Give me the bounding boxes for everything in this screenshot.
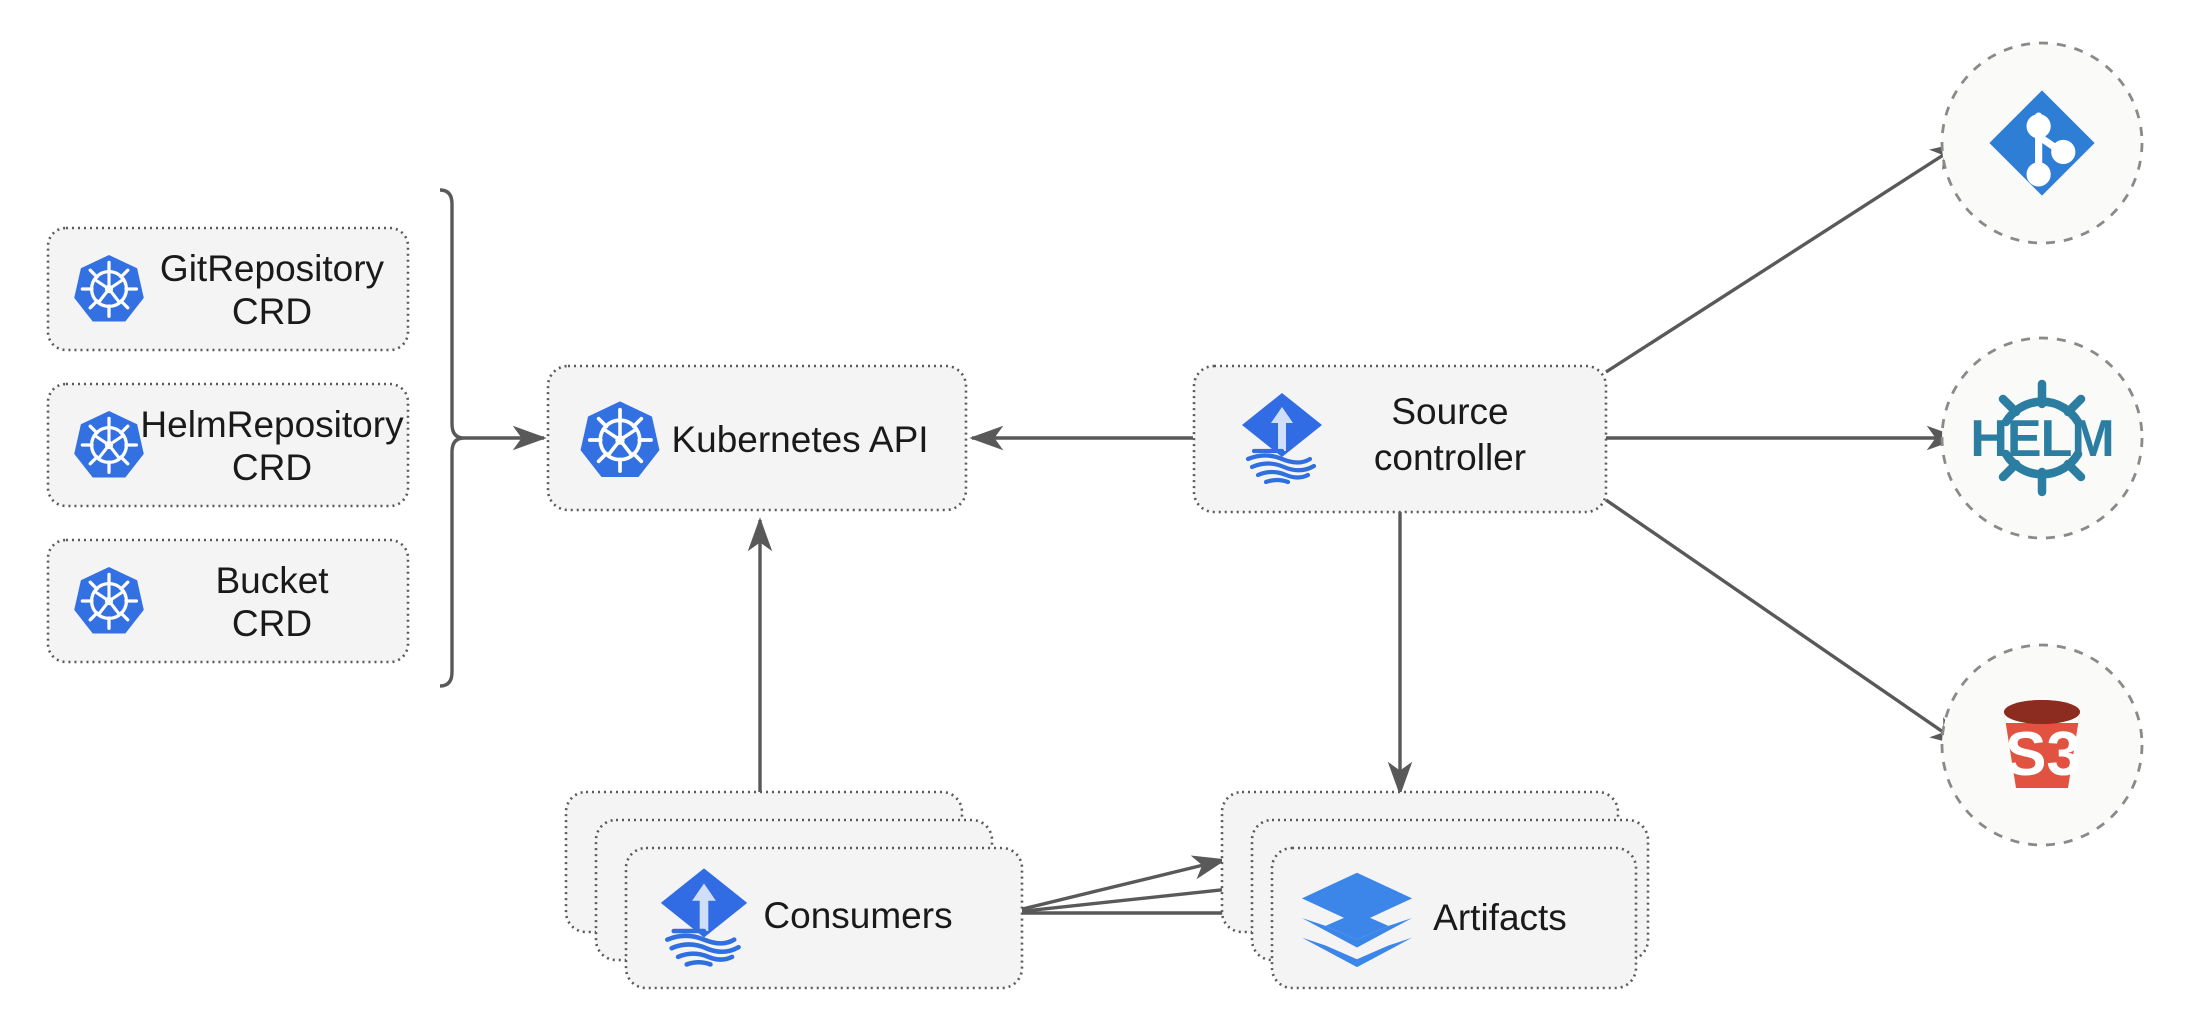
edge-consumers-to-artifacts-1 [1005,855,1227,915]
edges-layer [439,141,1965,926]
crd-label-line2: CRD [232,447,312,488]
edge-source-to-s3 [1605,498,1965,747]
node-artifacts[interactable]: Artifacts [1220,790,1650,990]
crd-label-line1: HelmRepository [140,404,404,445]
crd-box-background [46,382,410,508]
crd-brace [439,188,465,688]
helm-wordmark: HELM [1970,410,2113,468]
crd-box-background [46,226,410,352]
endpoint-s3[interactable]: S3 [1940,643,2144,847]
s3-wordmark: S3 [2005,720,2081,789]
node-label: Consumers [763,895,952,936]
node-kubernetes-api[interactable]: Kubernetes API [546,364,968,512]
endpoint-git[interactable] [1940,41,2144,245]
node-label: Artifacts [1433,897,1567,938]
node-source-controller[interactable]: Source controller [1192,364,1608,514]
crd-label-line2: CRD [232,291,312,332]
edge-source-to-git [1605,141,1965,374]
node-label-line1: Source [1391,391,1508,432]
endpoint-circle [1940,336,2144,540]
node-label-line2: controller [1374,437,1526,478]
node-label: Kubernetes API [671,419,928,460]
crd-box-background [46,538,410,664]
endpoint-helm[interactable]: HELM [1940,336,2144,540]
crd-box-bucket[interactable]: Bucket CRD [46,538,410,664]
edge-consumers-to-artifacts-2 [1005,877,1261,915]
crd-label-line1: Bucket [215,560,329,601]
crd-box-git-repository[interactable]: GitRepository CRD [46,226,410,352]
crd-group: GitRepository CRD HelmRepository CRD Buc… [46,226,410,664]
crd-label-line1: GitRepository [160,248,385,289]
crd-label-line2: CRD [232,603,312,644]
crd-box-helm-repository[interactable]: HelmRepository CRD [46,382,410,508]
node-background [546,364,968,512]
node-consumers[interactable]: Consumers [564,790,1024,990]
